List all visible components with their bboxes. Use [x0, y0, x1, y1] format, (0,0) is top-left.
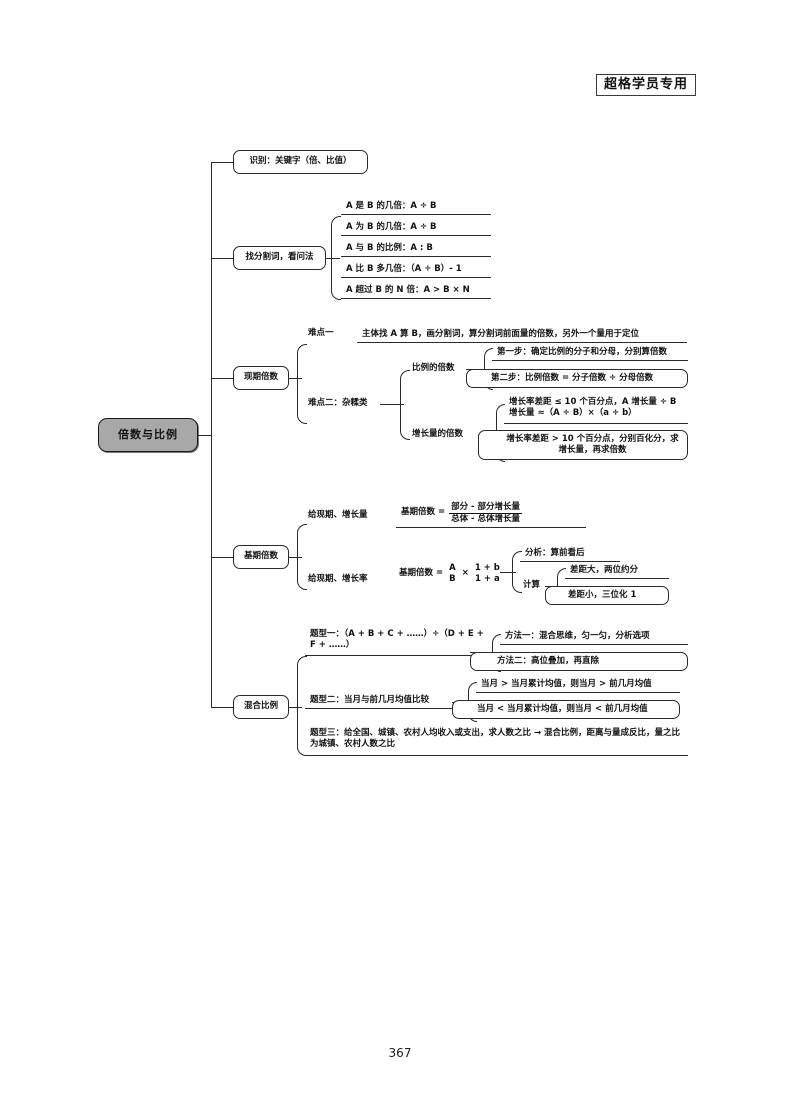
- growth-item-2: 增长率差距 > 10 个百分点，分别百化分，求增长量，再求倍数: [478, 430, 688, 460]
- difficulty-2-stem: [380, 404, 404, 405]
- root-spine: [211, 162, 212, 708]
- branch5-connector: [211, 707, 233, 708]
- growth-multiple-label: 增长量的倍数: [412, 428, 464, 439]
- ratio-step-2: 第二步：比例倍数 = 分子倍数 ÷ 分母倍数: [466, 369, 688, 388]
- difficulty-1-text: 主体找 A 算 B，画分割词，算分割词前面量的倍数，另外一个量用于定位: [357, 326, 687, 343]
- mixed-method-1: 方法一：混合思维，匀一匀，分析选项: [500, 629, 688, 645]
- growth-item-1: 增长率差距 ≤ 10 个百分点，A 增长量 ÷ B 增长量 ≈（A ÷ B）×（…: [504, 396, 688, 424]
- base-formula-2-times: ×: [461, 568, 469, 579]
- branch-current-multiple[interactable]: 现期倍数: [233, 366, 289, 390]
- base-formula-2-denominator: 1 + a: [474, 574, 500, 584]
- base-formula-1: 基期倍数 = 部分 - 部分增长量 总体 - 总体增长量: [396, 500, 586, 528]
- branch2-connector: [211, 258, 233, 259]
- branch-base-multiple[interactable]: 基期倍数: [233, 545, 289, 569]
- mixed-type-2: 题型二：当月与前几月均值比较: [305, 692, 495, 709]
- branch2-bracket: [331, 216, 341, 300]
- mixed-type-3: 题型三：给全国、城镇、农村人均收入或支出，求人数之比 → 混合比例，距离与量成反…: [305, 726, 688, 756]
- branch-identify[interactable]: 识别：关键字（倍、比值）: [233, 150, 368, 174]
- base-formula-2-numerator: 1 + b: [474, 563, 500, 574]
- mixed-method-2: 方法二：高位叠加，再直除: [470, 652, 688, 671]
- branch2-stem: [326, 258, 340, 259]
- difficulty-1-label: 难点一: [308, 327, 334, 338]
- root-connector: [198, 435, 212, 436]
- header-badge-label: 超格学员专用: [604, 77, 689, 92]
- branch3-bracket: [297, 344, 307, 424]
- branch3-connector: [211, 378, 233, 379]
- mixed-type-2-item-2: 当月 < 当月累计均值，则当月 < 前几月均值: [452, 700, 680, 719]
- page-number: 367: [388, 1046, 412, 1060]
- calc-label: 计算: [523, 579, 541, 590]
- formula-row-3: A 与 B 的比例：A : B: [341, 240, 491, 257]
- base-case-2-label: 给现期、增长率: [308, 573, 368, 584]
- root-node[interactable]: 倍数与比例: [98, 418, 198, 452]
- mixed-type-1: 题型一：（A + B + C + ……）÷（D + E + F + ……）: [305, 628, 495, 656]
- header-badge: 超格学员专用: [596, 74, 697, 96]
- formula-row-1: A 是 B 的几倍：A ÷ B: [341, 198, 491, 215]
- branch3-stem: [289, 378, 302, 379]
- branch4-stem: [289, 557, 302, 558]
- difficulty-2-label: 难点二：杂糅类: [308, 397, 368, 408]
- calc-item-2: 差距小，三位化 1: [545, 586, 669, 605]
- base-formula-2: 基期倍数 = A B × 1 + b 1 + a: [396, 561, 516, 587]
- formula-row-5: A 超过 B 的 N 倍：A > B × N: [341, 282, 491, 299]
- base-formula-2-a: A: [449, 563, 456, 574]
- ratio-multiple-label: 比例的倍数: [412, 362, 455, 373]
- branch-mixed-ratio[interactable]: 混合比例: [233, 695, 289, 719]
- base-formula-2-fraction-growth: 1 + b 1 + a: [473, 563, 502, 584]
- base-case-1-label: 给现期、增长量: [308, 509, 368, 520]
- base-formula-2-lead: 基期倍数 =: [399, 568, 444, 579]
- base-formula-1-denominator: 总体 - 总体增长量: [451, 513, 521, 524]
- branch1-connector: [211, 162, 233, 163]
- branch-find-split-word[interactable]: 找分割词，看问法: [233, 246, 326, 270]
- mixed-type-2-item-1: 当月 > 当月累计均值，则当月 > 前几月均值: [476, 677, 680, 693]
- analysis-text: 分析：算前看后: [520, 546, 620, 562]
- branch5-stem: [289, 707, 302, 708]
- base-formula-2-b: B: [449, 574, 456, 584]
- base-formula-1-numerator: 部分 - 部分增长量: [449, 501, 523, 514]
- base-formula-2-stem: [500, 572, 516, 573]
- base-formula-1-lead: 基期倍数 =: [401, 507, 446, 518]
- base-formula-1-fraction: 部分 - 部分增长量 总体 - 总体增长量: [449, 501, 523, 524]
- ratio-step-1: 第一步：确定比例的分子和分母，分别算倍数: [492, 345, 688, 361]
- formula-row-4: A 比 B 多几倍：（A ÷ B）- 1: [341, 261, 491, 278]
- calc-item-1: 差距大，两位约分: [565, 563, 669, 579]
- formula-row-2: A 为 B 的几倍：A ÷ B: [341, 219, 491, 236]
- base-formula-2-fraction-ab: A B: [447, 563, 458, 584]
- branch4-connector: [211, 557, 233, 558]
